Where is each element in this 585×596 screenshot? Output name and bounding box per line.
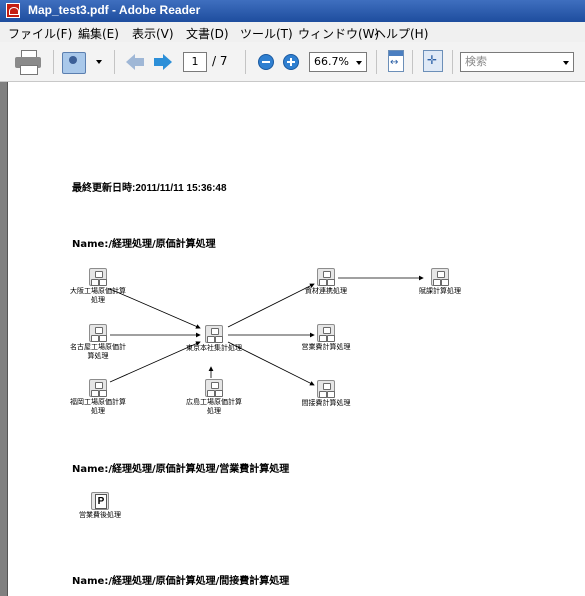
zoom-select[interactable]: 66.7% [309,52,367,72]
node-fuka[interactable]: 賦課計算処理 [410,268,470,296]
menu-file[interactable]: ファイル(F) [8,27,73,41]
menu-view[interactable]: 表示(V) [132,27,174,41]
toolbar-separator [376,50,377,74]
chevron-down-icon [356,61,362,65]
page-number-input[interactable]: 1 [183,52,207,72]
adobe-reader-icon [6,3,20,18]
menu-tools[interactable]: ツール(T) [240,27,293,41]
window-title: Map_test3.pdf - Adobe Reader [28,3,201,17]
print-icon[interactable] [14,50,42,75]
procedure-icon: P [91,492,109,510]
process-icon [317,324,335,342]
zoom-value: 66.7% [314,55,349,68]
process-icon [317,380,335,398]
node-eigyou-shori[interactable]: P 営業費後処理 [70,492,130,520]
node-tokyo[interactable]: 東京本社集計処理 [184,325,244,353]
process-icon [205,325,223,343]
menu-bar: ファイル(F) 編集(E) 表示(V) 文書(D) ツール(T) ウィンドウ(W… [0,22,585,42]
search-input[interactable]: 検索 [460,52,574,72]
section-title-kansetsu: Name:/経理処理/原価計算処理/間接費計算処理 [72,576,290,587]
zoom-in-icon[interactable] [283,54,299,70]
node-kansetsu[interactable]: 間接費計算処理 [296,380,356,408]
node-osaka[interactable]: 大阪工場原価計算処理 [68,268,128,305]
section-title-eigyou: Name:/経理処理/原価計算処理/営業費計算処理 [72,464,290,475]
toolbar-separator [245,50,246,74]
menu-edit[interactable]: 編集(E) [78,27,119,41]
chevron-down-icon [563,61,569,65]
menu-window[interactable]: ウィンドウ(W) [298,27,380,41]
search-placeholder: 検索 [465,55,487,68]
process-icon [89,324,107,342]
chevron-down-icon[interactable] [96,60,102,64]
fit-width-icon[interactable] [388,50,404,72]
node-hiroshima[interactable]: 広島工場原価計算処理 [184,379,244,416]
toolbar: 1 / 7 66.7% 検索 [0,42,585,82]
next-page-icon[interactable] [154,53,172,71]
page-total: / 7 [212,54,228,68]
node-eigyou[interactable]: 営業費計算処理 [296,324,356,352]
last-updated: 最終更新日時:2011/11/11 15:36:48 [72,183,227,194]
collaborate-icon[interactable] [62,50,86,74]
zoom-out-icon[interactable] [258,54,274,70]
edge-osaka-tokyo [109,288,201,329]
node-nagoya[interactable]: 名古屋工場原価計算処理 [68,324,128,361]
node-shizai[interactable]: 資材連携処理 [296,268,356,296]
previous-page-icon[interactable] [126,53,144,71]
edge-fukuoka-tokyo [109,341,201,383]
process-icon [205,379,223,397]
process-icon [89,268,107,286]
toolbar-separator [412,50,413,74]
edge-tokyo-shizai [227,283,315,328]
document-viewer[interactable]: 最終更新日時:2011/11/11 15:36:48 Name:/経理処理/原価… [0,82,585,596]
toolbar-separator [452,50,453,74]
process-icon [89,379,107,397]
title-bar: Map_test3.pdf - Adobe Reader [0,0,585,22]
toolbar-separator [53,50,54,74]
process-map-edges [109,275,424,386]
pdf-page: 最終更新日時:2011/11/11 15:36:48 Name:/経理処理/原価… [7,82,585,596]
process-icon [317,268,335,286]
edge-tokyo-kansetsu [227,341,315,386]
fit-page-icon[interactable] [423,50,443,72]
menu-help[interactable]: ヘルプ(H) [374,27,429,41]
section-title-genka: Name:/経理処理/原価計算処理 [72,239,216,250]
process-icon [431,268,449,286]
node-fukuoka[interactable]: 福岡工場原価計算処理 [68,379,128,416]
menu-document[interactable]: 文書(D) [186,27,229,41]
toolbar-separator [114,50,115,74]
